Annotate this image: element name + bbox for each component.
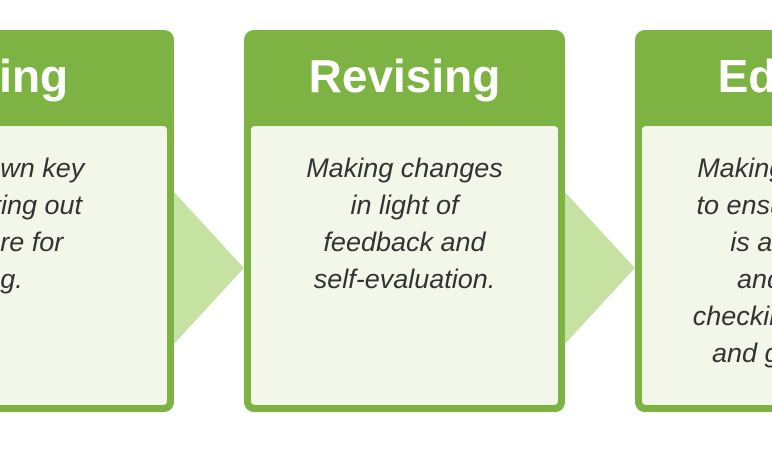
- step-card-revising: Revising Making changes in light of feed…: [244, 30, 565, 412]
- step-body-editing: Making changes to ensure writing is accu…: [642, 126, 772, 405]
- step-title-editing: Editing: [717, 50, 772, 102]
- step-description-editing: Making changes to ensure writing is accu…: [692, 153, 772, 368]
- step-body-drafting: Getting down key ideas, setting out a st…: [0, 126, 167, 405]
- step-description-revising: Making changes in light of feedback and …: [306, 153, 503, 294]
- step-card-drafting: Drafting Getting down key ideas, setting…: [0, 30, 174, 412]
- step-title-revising: Revising: [308, 50, 501, 102]
- step-title-drafting: Drafting: [0, 50, 69, 102]
- step-body-revising: Making changes in light of feedback and …: [251, 126, 558, 405]
- step-description-drafting: Getting down key ideas, setting out a st…: [0, 153, 85, 294]
- arrow-drafting-to-revising: [174, 192, 244, 344]
- step-card-editing: Editing Making changes to ensure writing…: [635, 30, 772, 412]
- arrow-revising-to-editing: [565, 192, 635, 344]
